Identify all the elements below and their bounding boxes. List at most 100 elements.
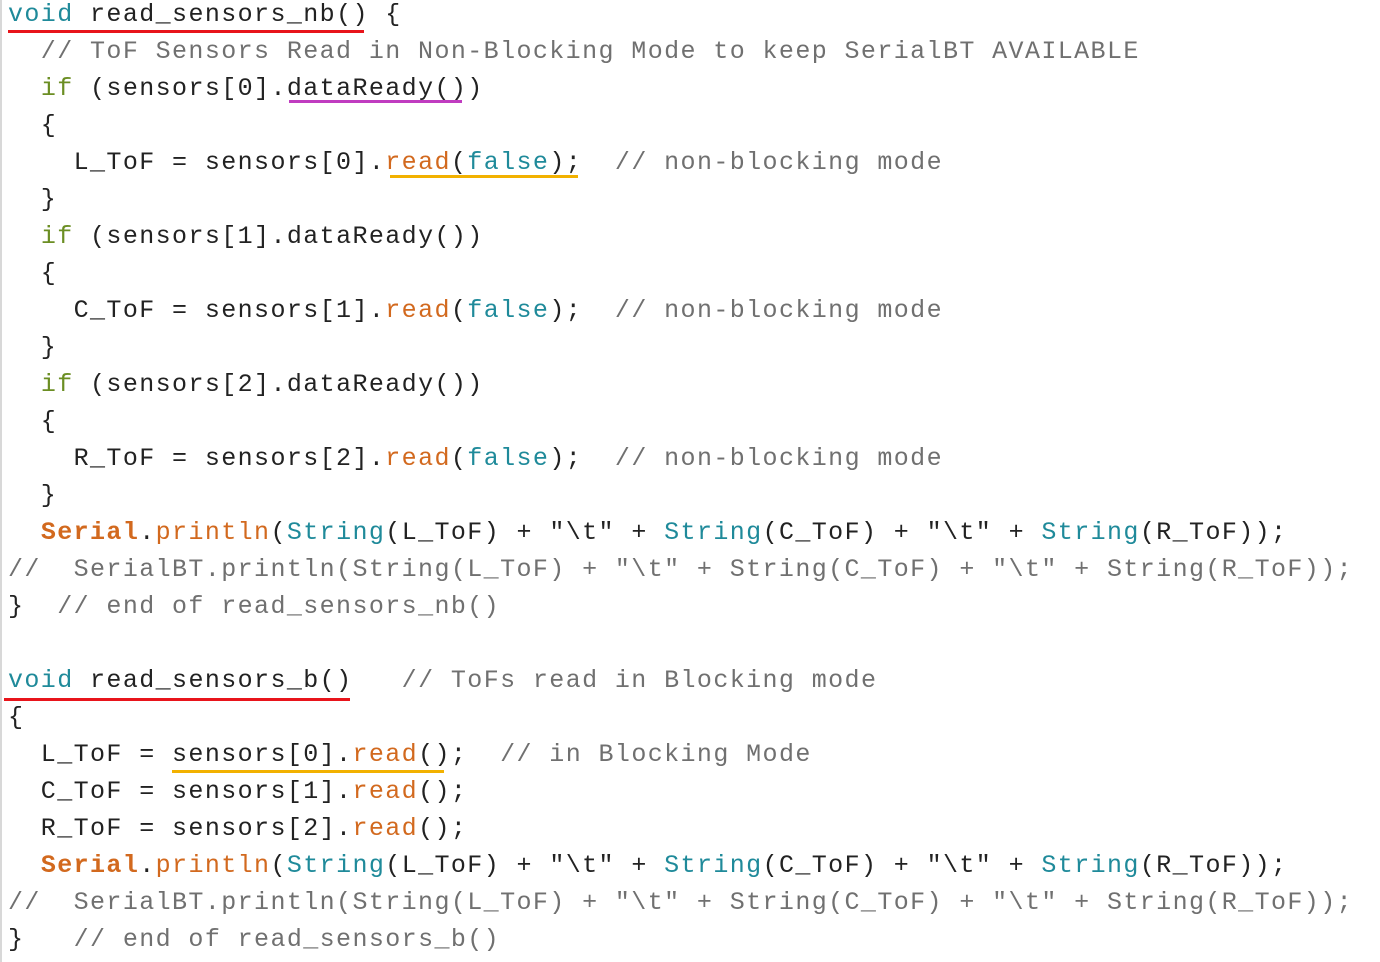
code-line-12: { xyxy=(8,407,57,444)
expr: (L_ToF) + "\t" + xyxy=(385,851,665,880)
paren: ( xyxy=(450,444,468,473)
keyword-false: false xyxy=(467,148,550,177)
comment: // non-blocking mode xyxy=(582,444,943,473)
code-line-21: L_ToF = sensors[0].read(); // in Blockin… xyxy=(8,740,812,777)
expr: (L_ToF) + "\t" + xyxy=(385,518,665,547)
code-line-15: Serial.println(String(L_ToF) + "\t" + St… xyxy=(8,518,1287,555)
method-read: read xyxy=(385,296,451,325)
comment: // non-blocking mode xyxy=(582,148,943,177)
paren: ( xyxy=(270,851,287,880)
brace: { xyxy=(8,703,25,732)
indent xyxy=(8,518,41,547)
paren: ); xyxy=(549,296,583,325)
condition: (sensors[2].dataReady()) xyxy=(73,370,484,399)
comment: // SerialBT.println(String(L_ToF) + "\t"… xyxy=(8,888,1353,917)
method-read: read xyxy=(352,814,419,843)
brace: { xyxy=(8,259,58,288)
brace: } xyxy=(8,185,58,214)
code-line-24: Serial.println(String(L_ToF) + "\t" + St… xyxy=(8,851,1287,888)
type-string: String xyxy=(664,518,763,547)
comment: // ToFs read in Blocking mode xyxy=(352,666,878,695)
assignment: R_ToF = sensors[2]. xyxy=(8,444,386,473)
keyword-if: if xyxy=(40,370,74,399)
paren: (); xyxy=(418,740,468,769)
code-line-9: C_ToF = sensors[1].read(false); // non-b… xyxy=(8,296,943,333)
keyword-false: false xyxy=(467,296,550,325)
dot: . xyxy=(139,518,156,547)
comment: // end of read_sensors_nb() xyxy=(24,592,501,621)
brace: } xyxy=(8,925,25,954)
keyword-if: if xyxy=(40,222,74,251)
brace: } xyxy=(8,481,58,510)
amber-underline-sensors-read xyxy=(172,770,444,773)
code-line-25: // SerialBT.println(String(L_ToF) + "\t"… xyxy=(8,888,1353,925)
type-string: String xyxy=(286,518,386,547)
code-line-16: // SerialBT.println(String(L_ToF) + "\t"… xyxy=(8,555,1353,592)
amber-underline-read-false xyxy=(390,175,578,178)
code-line-19: void read_sensors_b() // ToFs read in Bl… xyxy=(8,666,877,703)
brace: { xyxy=(8,111,58,140)
assignment: C_ToF = sensors[1]. xyxy=(8,296,386,325)
paren: ( xyxy=(450,296,468,325)
expr: (C_ToF) + "\t" + xyxy=(762,851,1042,880)
comment: // ToF Sensors Read in Non-Blocking Mode… xyxy=(8,37,1140,66)
type-string: String xyxy=(1041,851,1140,880)
class-serial: Serial xyxy=(40,851,140,880)
code-line-22: C_ToF = sensors[1].read(); xyxy=(8,777,467,814)
indent xyxy=(8,222,41,251)
code-line-5: L_ToF = sensors[0].read(false); // non-b… xyxy=(8,148,943,185)
red-underline-read-sensors-b xyxy=(4,698,350,701)
comment: // non-blocking mode xyxy=(582,296,943,325)
method-println: println xyxy=(155,518,271,547)
assignment: R_ToF = sensors[2]. xyxy=(8,814,353,843)
assignment: L_ToF = sensors[0]. xyxy=(8,148,386,177)
expr: (C_ToF) + "\t" + xyxy=(762,518,1042,547)
code-line-11: if (sensors[2].dataReady()) xyxy=(8,370,484,407)
code-line-20: { xyxy=(8,703,24,740)
condition: (sensors[1].dataReady()) xyxy=(73,222,484,251)
type-string: String xyxy=(286,851,386,880)
method-read: read xyxy=(385,148,451,177)
method-read: read xyxy=(352,777,419,806)
paren: ); xyxy=(549,148,583,177)
keyword-void: void xyxy=(8,0,74,29)
code-line-1: void read_sensors_nb() { xyxy=(8,0,402,37)
code-line-10: } xyxy=(8,333,57,370)
paren: ); xyxy=(549,444,583,473)
code-line-13: R_ToF = sensors[2].read(false); // non-b… xyxy=(8,444,943,481)
code-line-2: // ToF Sensors Read in Non-Blocking Mode… xyxy=(8,37,1140,74)
indent xyxy=(8,851,41,880)
paren: ( xyxy=(450,148,468,177)
red-underline-read-sensors-nb xyxy=(8,30,364,33)
method-read: read xyxy=(352,740,419,769)
function-signature: read_sensors_b() xyxy=(73,666,353,695)
assignment: C_ToF = sensors[1]. xyxy=(8,777,353,806)
keyword-if: if xyxy=(40,74,74,103)
method-println: println xyxy=(155,851,271,880)
indent xyxy=(8,74,41,103)
dot: . xyxy=(139,851,156,880)
indent xyxy=(8,370,41,399)
brace: { xyxy=(8,407,58,436)
expr: (R_ToF)); xyxy=(1139,518,1288,547)
function-signature: read_sensors_nb() { xyxy=(73,0,402,29)
type-string: String xyxy=(1041,518,1140,547)
paren: (); xyxy=(418,777,468,806)
brace: } xyxy=(8,592,25,621)
code-line-23: R_ToF = sensors[2].read(); xyxy=(8,814,467,851)
comment: // in Blocking Mode xyxy=(467,740,812,769)
code-line-14: } xyxy=(8,481,57,518)
assignment: L_ToF = sensors[0]. xyxy=(8,740,353,769)
comment: // end of read_sensors_b() xyxy=(24,925,501,954)
keyword-false: false xyxy=(467,444,550,473)
magenta-underline-dataready xyxy=(289,100,462,103)
class-serial: Serial xyxy=(40,518,140,547)
comment: // SerialBT.println(String(L_ToF) + "\t"… xyxy=(8,555,1353,584)
method-read: read xyxy=(385,444,451,473)
keyword-void: void xyxy=(8,666,74,695)
code-line-17: } // end of read_sensors_nb() xyxy=(8,592,500,629)
code-line-8: { xyxy=(8,259,57,296)
condition: (sensors[0].dataReady()) xyxy=(73,74,484,103)
code-line-4: { xyxy=(8,111,57,148)
